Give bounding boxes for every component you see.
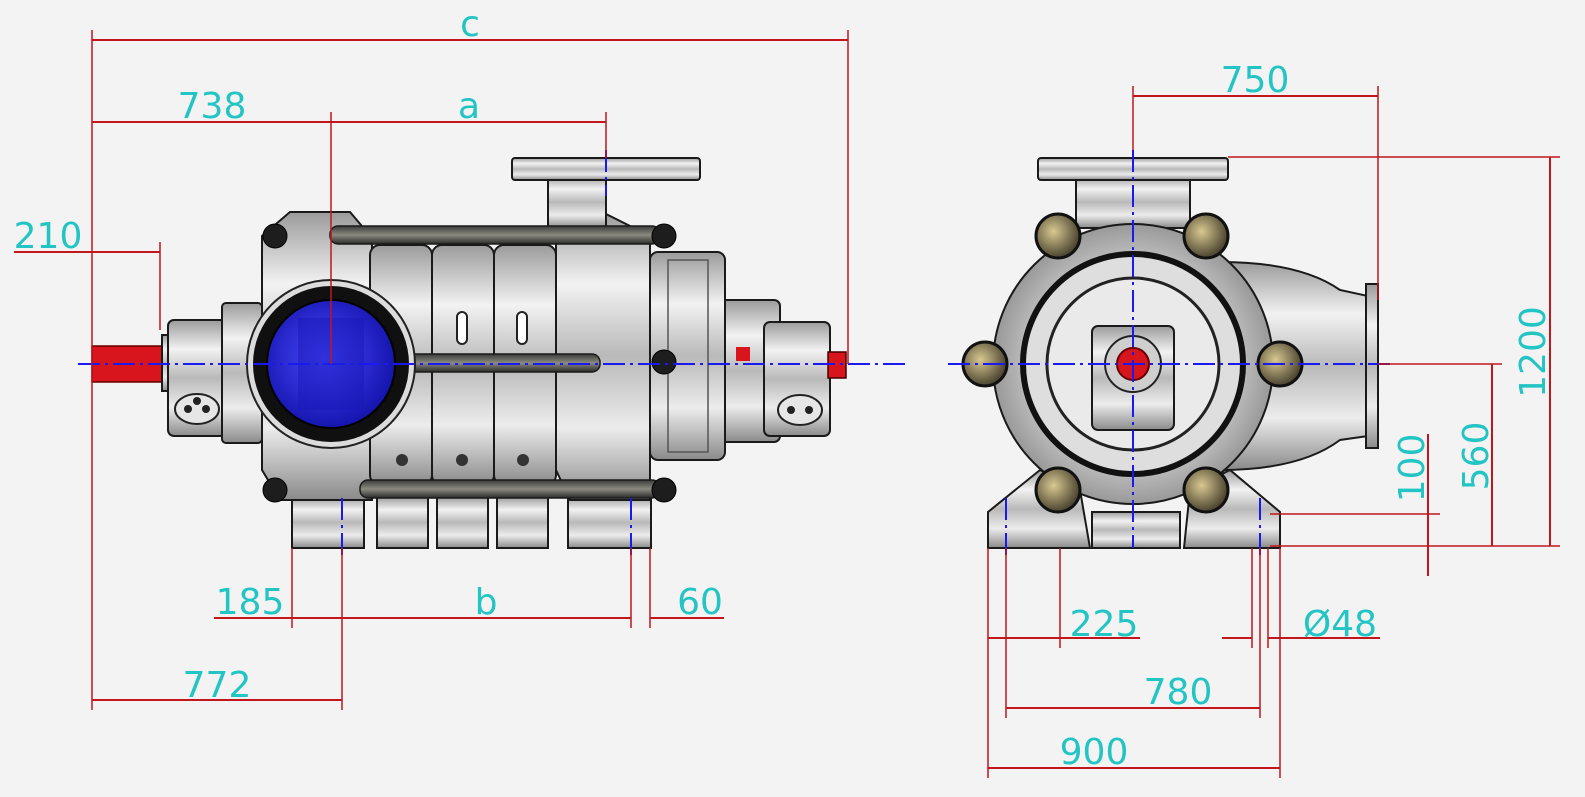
end-view <box>948 150 1390 555</box>
side-view <box>78 150 910 560</box>
dim-185: 185 <box>216 582 285 623</box>
dim-1200: 1200 <box>1513 306 1554 398</box>
dimension-lines <box>14 30 1560 778</box>
side-base-feet <box>291 496 652 549</box>
dim-900: 900 <box>1060 732 1129 773</box>
dim-772: 772 <box>183 665 252 706</box>
dimension-labels: c 738 a 210 185 b 60 772 750 1200 560 10… <box>14 4 1554 773</box>
dim-210: 210 <box>14 216 83 257</box>
dim-c: c <box>460 4 480 45</box>
end-tie-rod-nuts <box>961 212 1304 514</box>
dim-diameter-48: Ø48 <box>1303 604 1377 645</box>
dim-750: 750 <box>1221 60 1290 101</box>
dim-738: 738 <box>178 86 247 127</box>
dim-100: 100 <box>1392 434 1433 503</box>
dim-560: 560 <box>1456 422 1497 491</box>
dim-60: 60 <box>677 582 723 623</box>
dim-b: b <box>475 582 498 623</box>
dim-225: 225 <box>1070 604 1139 645</box>
dim-780: 780 <box>1144 672 1213 713</box>
dim-a: a <box>458 86 480 127</box>
right-bearing-housing <box>719 299 847 443</box>
tie-rods <box>262 223 677 503</box>
